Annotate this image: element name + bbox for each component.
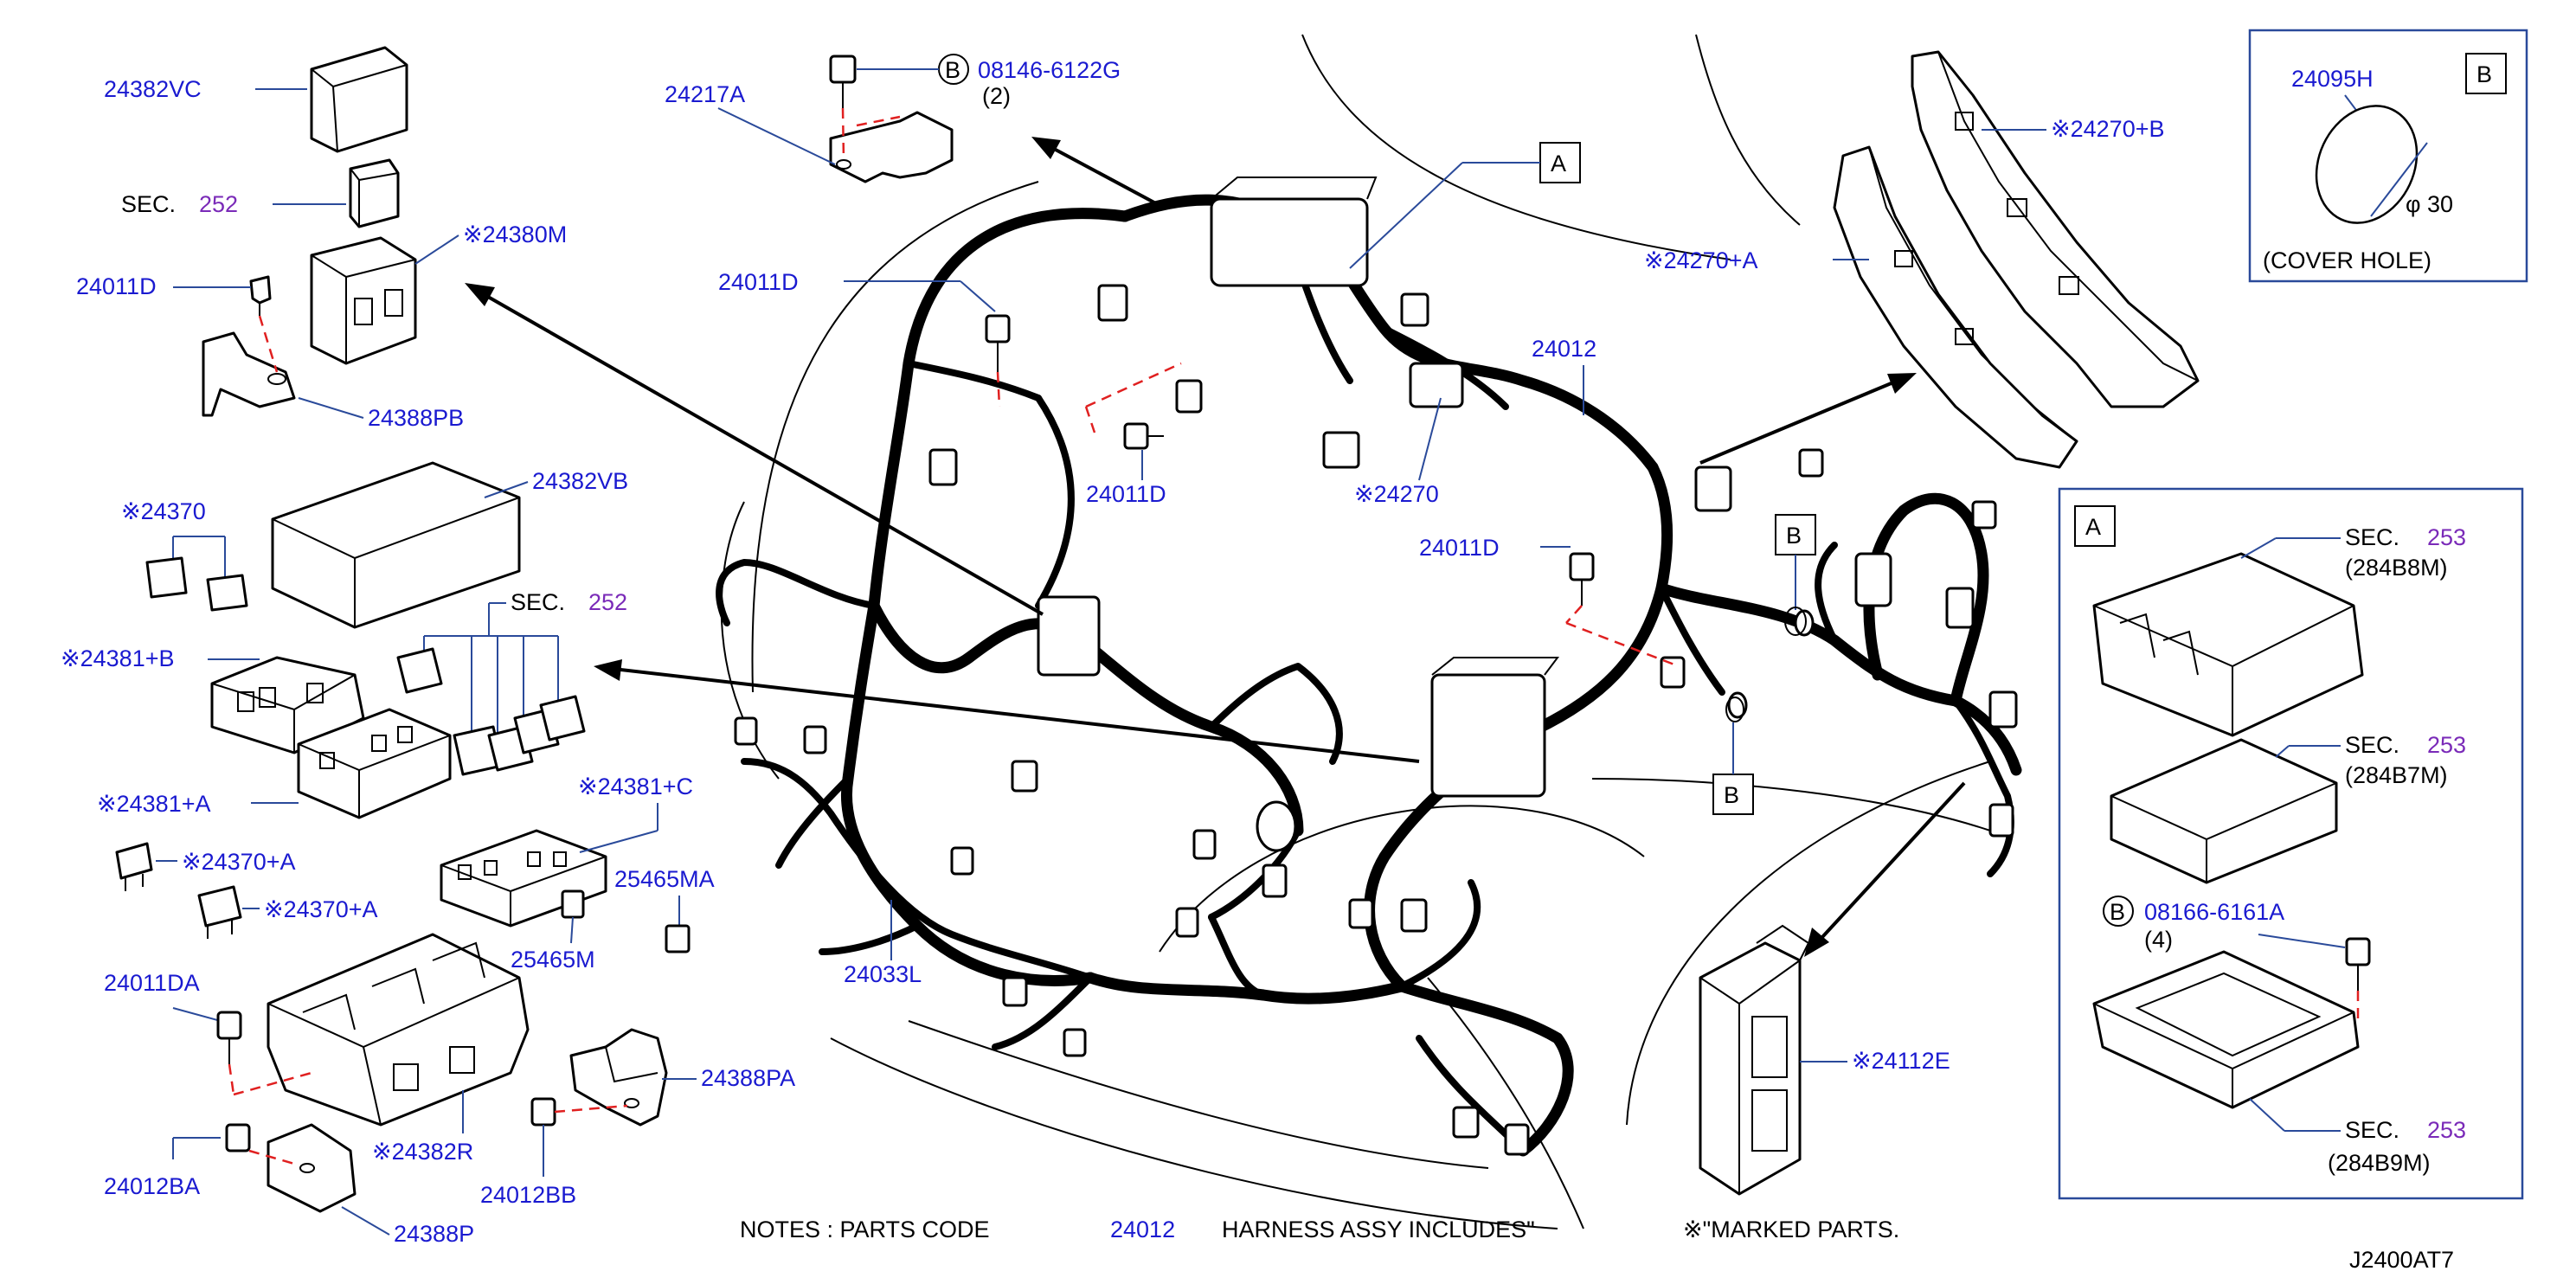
bracket-24217A: [829, 55, 954, 183]
cover-hole-24095H: [2315, 105, 2419, 224]
label-24270-B: ※24270+B: [2051, 116, 2164, 142]
relay-24370A-2: [197, 885, 242, 939]
fuse-box-24382VB: [271, 461, 521, 629]
label-08146-qty: (2): [982, 83, 1011, 109]
label-24381-C: ※24381+C: [578, 774, 693, 799]
b-letter-top: B: [945, 57, 960, 83]
relay-24382VC-group: [202, 46, 417, 417]
vehicle-body-outline: [720, 34, 1991, 1229]
relay-24370A-1: [115, 842, 153, 891]
label-sec-252-top: SEC.: [121, 191, 176, 217]
harness-connectors: [734, 177, 2018, 1156]
label-24388PB: 24388PB: [368, 405, 464, 431]
bolt-24012BB: [530, 1097, 556, 1127]
inset-box-b: [2248, 29, 2528, 283]
b-letter-inset: B: [2110, 899, 2125, 925]
bracket-24388PA: [569, 1028, 668, 1127]
label-284B9M: (284B9M): [2328, 1150, 2431, 1176]
bolt-24011D-right: [1565, 552, 1680, 668]
label-sec-253-1: SEC.: [2345, 524, 2399, 550]
main-harness-24012: [716, 194, 2022, 1157]
inset-b-letter: B: [2476, 61, 2492, 87]
bolt-24011D-center: [985, 314, 1182, 450]
label-24388PA: 24388PA: [701, 1065, 795, 1091]
duct-24112E: [1699, 924, 1810, 1196]
notes-tail: HARNESS ASSY INCLUDES": [1222, 1217, 1535, 1242]
notes-code: 24012: [1110, 1217, 1175, 1242]
label-284B7M: (284B7M): [2345, 762, 2448, 788]
label-sec-253-3-num: 253: [2427, 1117, 2466, 1143]
leader-arrows: [465, 137, 1966, 957]
notes-lead: NOTES : PARTS CODE: [740, 1217, 990, 1242]
inset-a-letter: A: [2085, 514, 2101, 540]
label-phi-30: φ 30: [2406, 191, 2453, 217]
label-24112E: ※24112E: [1852, 1048, 1950, 1074]
bolt-08166-6161A: [2345, 937, 2371, 966]
label-08166-qty: (4): [2144, 927, 2173, 953]
label-24012BB: 24012BB: [480, 1182, 576, 1208]
label-24011D-center-2: 24011D: [1086, 481, 1166, 507]
ecu-284B8M: [2092, 552, 2364, 737]
label-24382R: ※24382R: [372, 1139, 473, 1165]
bracket-24388P: [267, 1123, 357, 1213]
relays-sec-252: [396, 647, 586, 776]
module-284B7M: [2110, 738, 2338, 884]
label-25465M: 25465M: [511, 947, 595, 973]
label-24011DA: 24011DA: [104, 970, 200, 996]
inset-b-tag: [2465, 53, 2507, 94]
label-sec-253-2: SEC.: [2345, 732, 2399, 758]
label-24011D-left: 24011D: [76, 273, 157, 299]
bracket-24270-assy: [1833, 50, 2200, 469]
label-24095H: 24095H: [2291, 66, 2374, 92]
label-24381-B: ※24381+B: [61, 645, 174, 671]
callout-b-letter-1: B: [1786, 523, 1802, 549]
label-284B8M: (284B8M): [2345, 555, 2448, 581]
label-24270-A: ※24270+A: [1644, 247, 1757, 273]
label-sec-252-top-num: 252: [199, 191, 238, 217]
label-24370: ※24370: [121, 498, 206, 524]
label-sec-253-2-num: 253: [2427, 732, 2466, 758]
label-24217A: 24217A: [665, 81, 745, 107]
label-24370-A-1: ※24370+A: [182, 849, 295, 875]
label-24033L: 24033L: [844, 961, 922, 987]
label-08146-6122G: 08146-6122G: [978, 57, 1121, 83]
callout-box-a-top: [1539, 142, 1581, 183]
label-25465MA: 25465MA: [614, 866, 715, 892]
bolt-24012BA: [225, 1123, 251, 1152]
label-24382VB: 24382VB: [532, 468, 628, 494]
label-08166-6161A: 08166-6161A: [2144, 899, 2284, 925]
label-24012BA: 24012BA: [104, 1173, 200, 1199]
figure-id: J2400AT7: [2349, 1247, 2454, 1273]
callout-a-letter-top: A: [1551, 151, 1566, 177]
callout-b-letter-2: B: [1724, 782, 1739, 808]
label-24012: 24012: [1532, 336, 1596, 362]
bolt-24011DA: [216, 1011, 242, 1040]
fuse-25465MA: [665, 924, 691, 953]
bracket-284B9M: [2092, 950, 2360, 1109]
fuse-box-24382R: [267, 933, 530, 1127]
inset-a-tag: [2074, 505, 2116, 547]
relay-24370: [145, 556, 248, 612]
label-sec-252-mid: SEC.: [511, 589, 565, 615]
label-sec-252-mid-num: 252: [588, 589, 627, 615]
label-24382VC: 24382VC: [104, 76, 202, 102]
label-24381-A: ※24381+A: [97, 791, 210, 817]
fuse-block-24381A: [297, 708, 452, 819]
label-24388P: 24388P: [394, 1221, 474, 1247]
label-sec-253-1-num: 253: [2427, 524, 2466, 550]
label-24011D-right: 24011D: [1419, 535, 1500, 561]
notes-marked: ※"MARKED PARTS.: [1683, 1217, 1899, 1242]
label-24011D-center-1: 24011D: [718, 269, 799, 295]
label-cover-hole: (COVER HOLE): [2263, 247, 2431, 273]
fuse-25465M: [561, 889, 585, 919]
label-24370-A-2: ※24370+A: [264, 896, 377, 922]
label-24380M: ※24380M: [463, 221, 567, 247]
label-24270: ※24270: [1354, 481, 1439, 507]
inset-box-a: [2058, 487, 2524, 1200]
b-circle-inset: [2103, 896, 2134, 927]
label-sec-253-3: SEC.: [2345, 1117, 2399, 1143]
